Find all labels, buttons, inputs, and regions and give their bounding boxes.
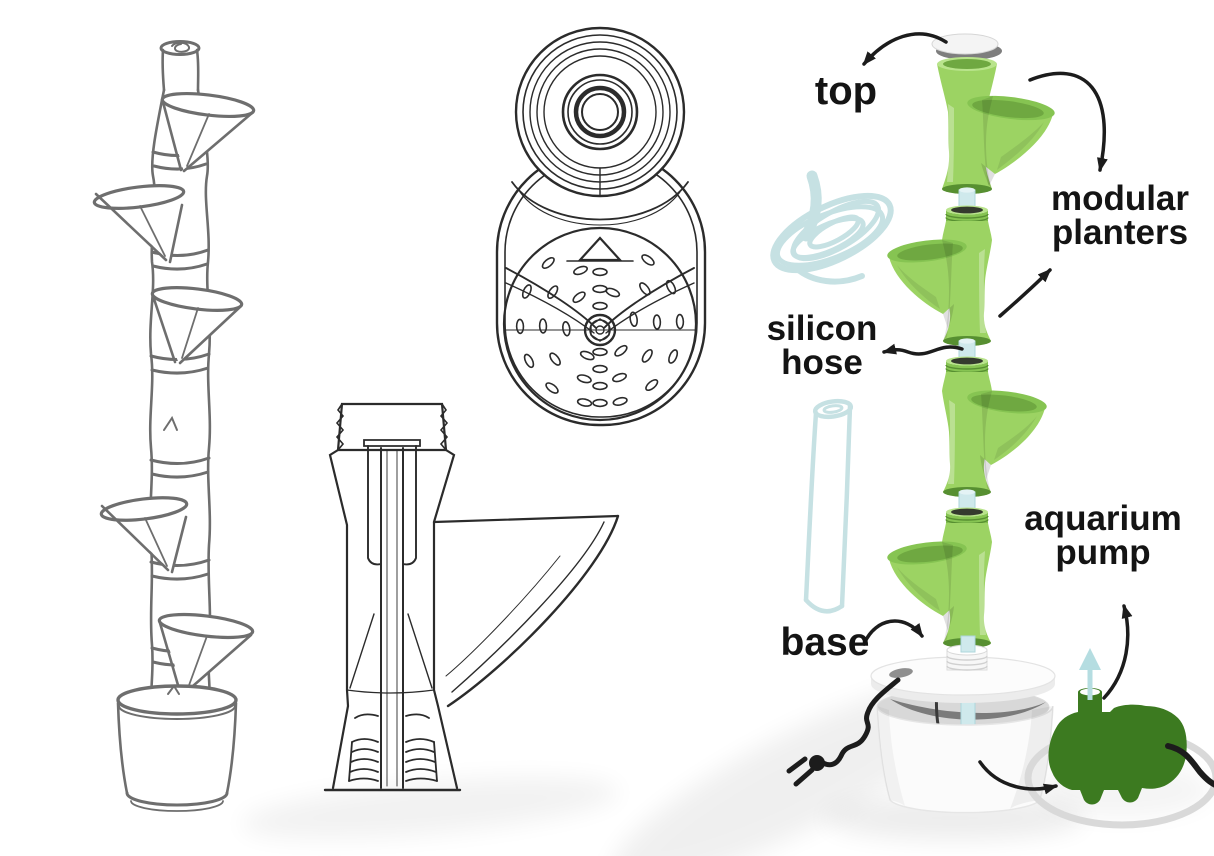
planter-module-2 [885, 204, 993, 347]
pencil-sketch-tower [92, 40, 256, 812]
base-pointer-arrow [862, 619, 924, 646]
top-cap [931, 33, 1002, 60]
top-view-drawing [495, 26, 707, 427]
power-plug [809, 755, 825, 771]
base-assembly [870, 635, 1056, 814]
top-pointer-arrow [862, 32, 948, 66]
drainage-holes [515, 254, 685, 408]
lid-fitting [946, 635, 988, 671]
plug-prongs [786, 756, 815, 787]
power-cord-group [786, 677, 901, 787]
pump-outlet-arrow [1079, 648, 1101, 700]
cross-section-drawing [323, 402, 620, 792]
label-top: top [814, 69, 878, 113]
power-cord [820, 677, 901, 768]
label-aquarium-pump: aquarium pump [1024, 499, 1182, 573]
hose-coil-sketch [770, 170, 894, 285]
aquarium-pump [1048, 688, 1187, 805]
hose-tube-sketch [803, 398, 854, 614]
label-base: base [780, 621, 870, 664]
hose-connector-3 [958, 488, 976, 510]
aquarium-pump-pointer-arrow [1102, 604, 1133, 700]
base-lid [870, 656, 1056, 703]
silicon-hose-pointer-arrow [882, 343, 964, 356]
modular-planters-pointer-arrow-2 [998, 268, 1052, 318]
planter-module-3 [941, 355, 1049, 498]
label-modular-planters: modular planters [1050, 179, 1190, 253]
label-silicon-hose: silicon hose [766, 309, 878, 383]
hose-connector-1 [958, 186, 976, 208]
pump-position-arrow [978, 760, 1058, 795]
aquarium-pump-group [1024, 648, 1214, 829]
planter-module-4 [885, 506, 993, 649]
modular-planters-pointer-arrow-1 [1028, 71, 1108, 172]
exploded-render [786, 32, 1214, 829]
annotation-arrows [862, 32, 1133, 795]
